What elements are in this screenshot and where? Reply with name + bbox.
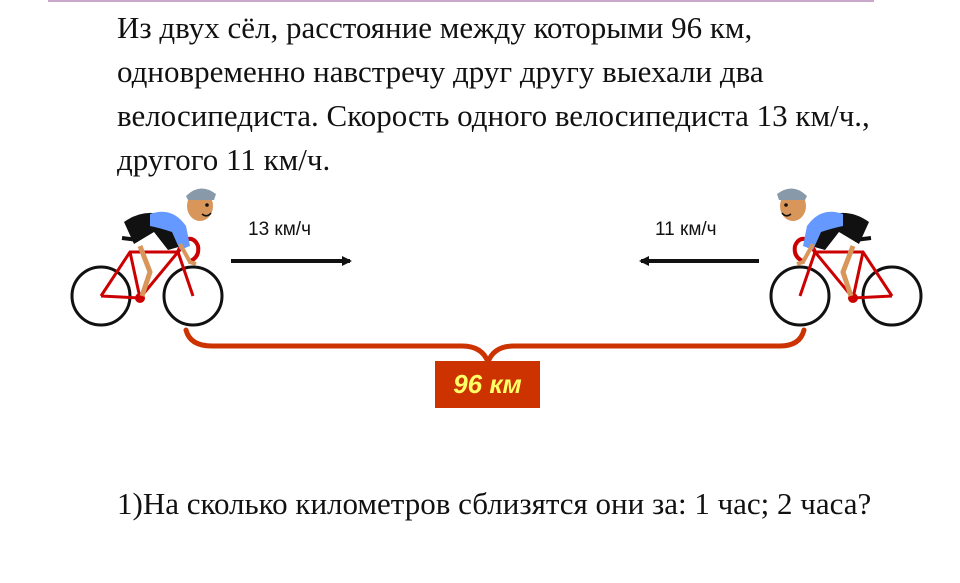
problem-statement: Из двух сёл, расстояние между которыми 9… — [117, 10, 870, 177]
right-speed-label: 11 км/ч — [655, 219, 717, 240]
right-cyclist — [769, 188, 923, 327]
distance-brace — [183, 327, 807, 365]
left-cyclist — [70, 188, 224, 327]
right-bicycle — [769, 236, 923, 327]
distance-badge: 96 км — [435, 361, 540, 408]
left-bicycle — [70, 236, 224, 327]
left-speed-label: 13 км/ч — [248, 219, 311, 240]
left-rider — [124, 188, 216, 297]
left-front-wheel — [162, 265, 224, 327]
top-rule — [48, 0, 874, 2]
right-front-wheel — [769, 265, 831, 327]
right-rider — [777, 188, 869, 297]
question-text: 1)На сколько километров сблизятся они за… — [117, 486, 872, 521]
